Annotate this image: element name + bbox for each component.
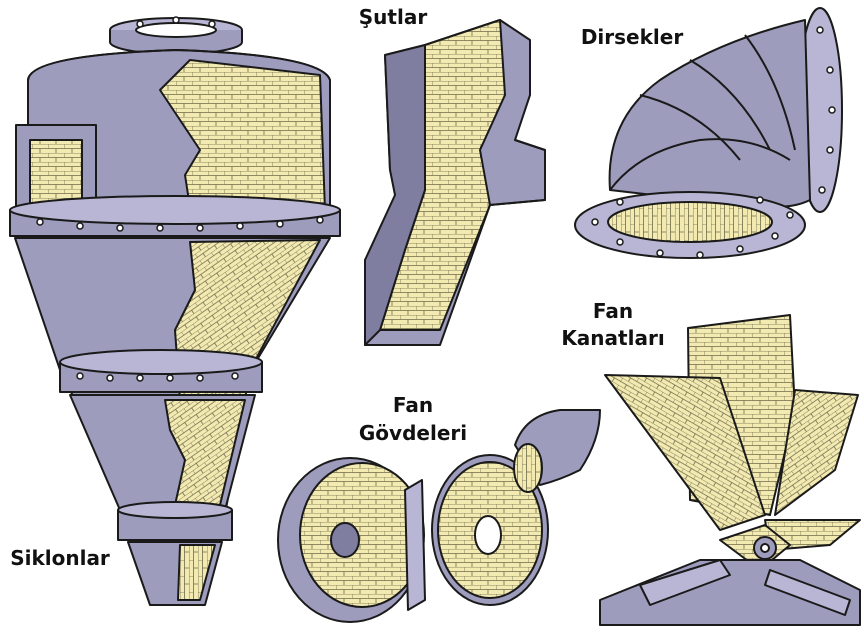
fan-casing-illustration xyxy=(277,409,601,623)
chute-illustration xyxy=(364,19,546,346)
fan-blade-illustration xyxy=(599,314,861,626)
label-siklonlar: Siklonlar xyxy=(10,546,110,570)
label-fan-govdeleri-line2: Gövdeleri xyxy=(359,421,467,445)
elbow-illustration xyxy=(574,7,843,259)
label-fan-kanatlari-line1: Fan xyxy=(593,299,633,323)
label-sutlar: Şutlar xyxy=(359,5,428,29)
cyclone-illustration xyxy=(9,16,341,606)
label-fan-govdeleri-line1: Fan xyxy=(393,393,433,417)
label-dirsekler: Dirsekler xyxy=(581,25,684,49)
label-fan-kanatlari-line2: Kanatları xyxy=(561,326,664,350)
